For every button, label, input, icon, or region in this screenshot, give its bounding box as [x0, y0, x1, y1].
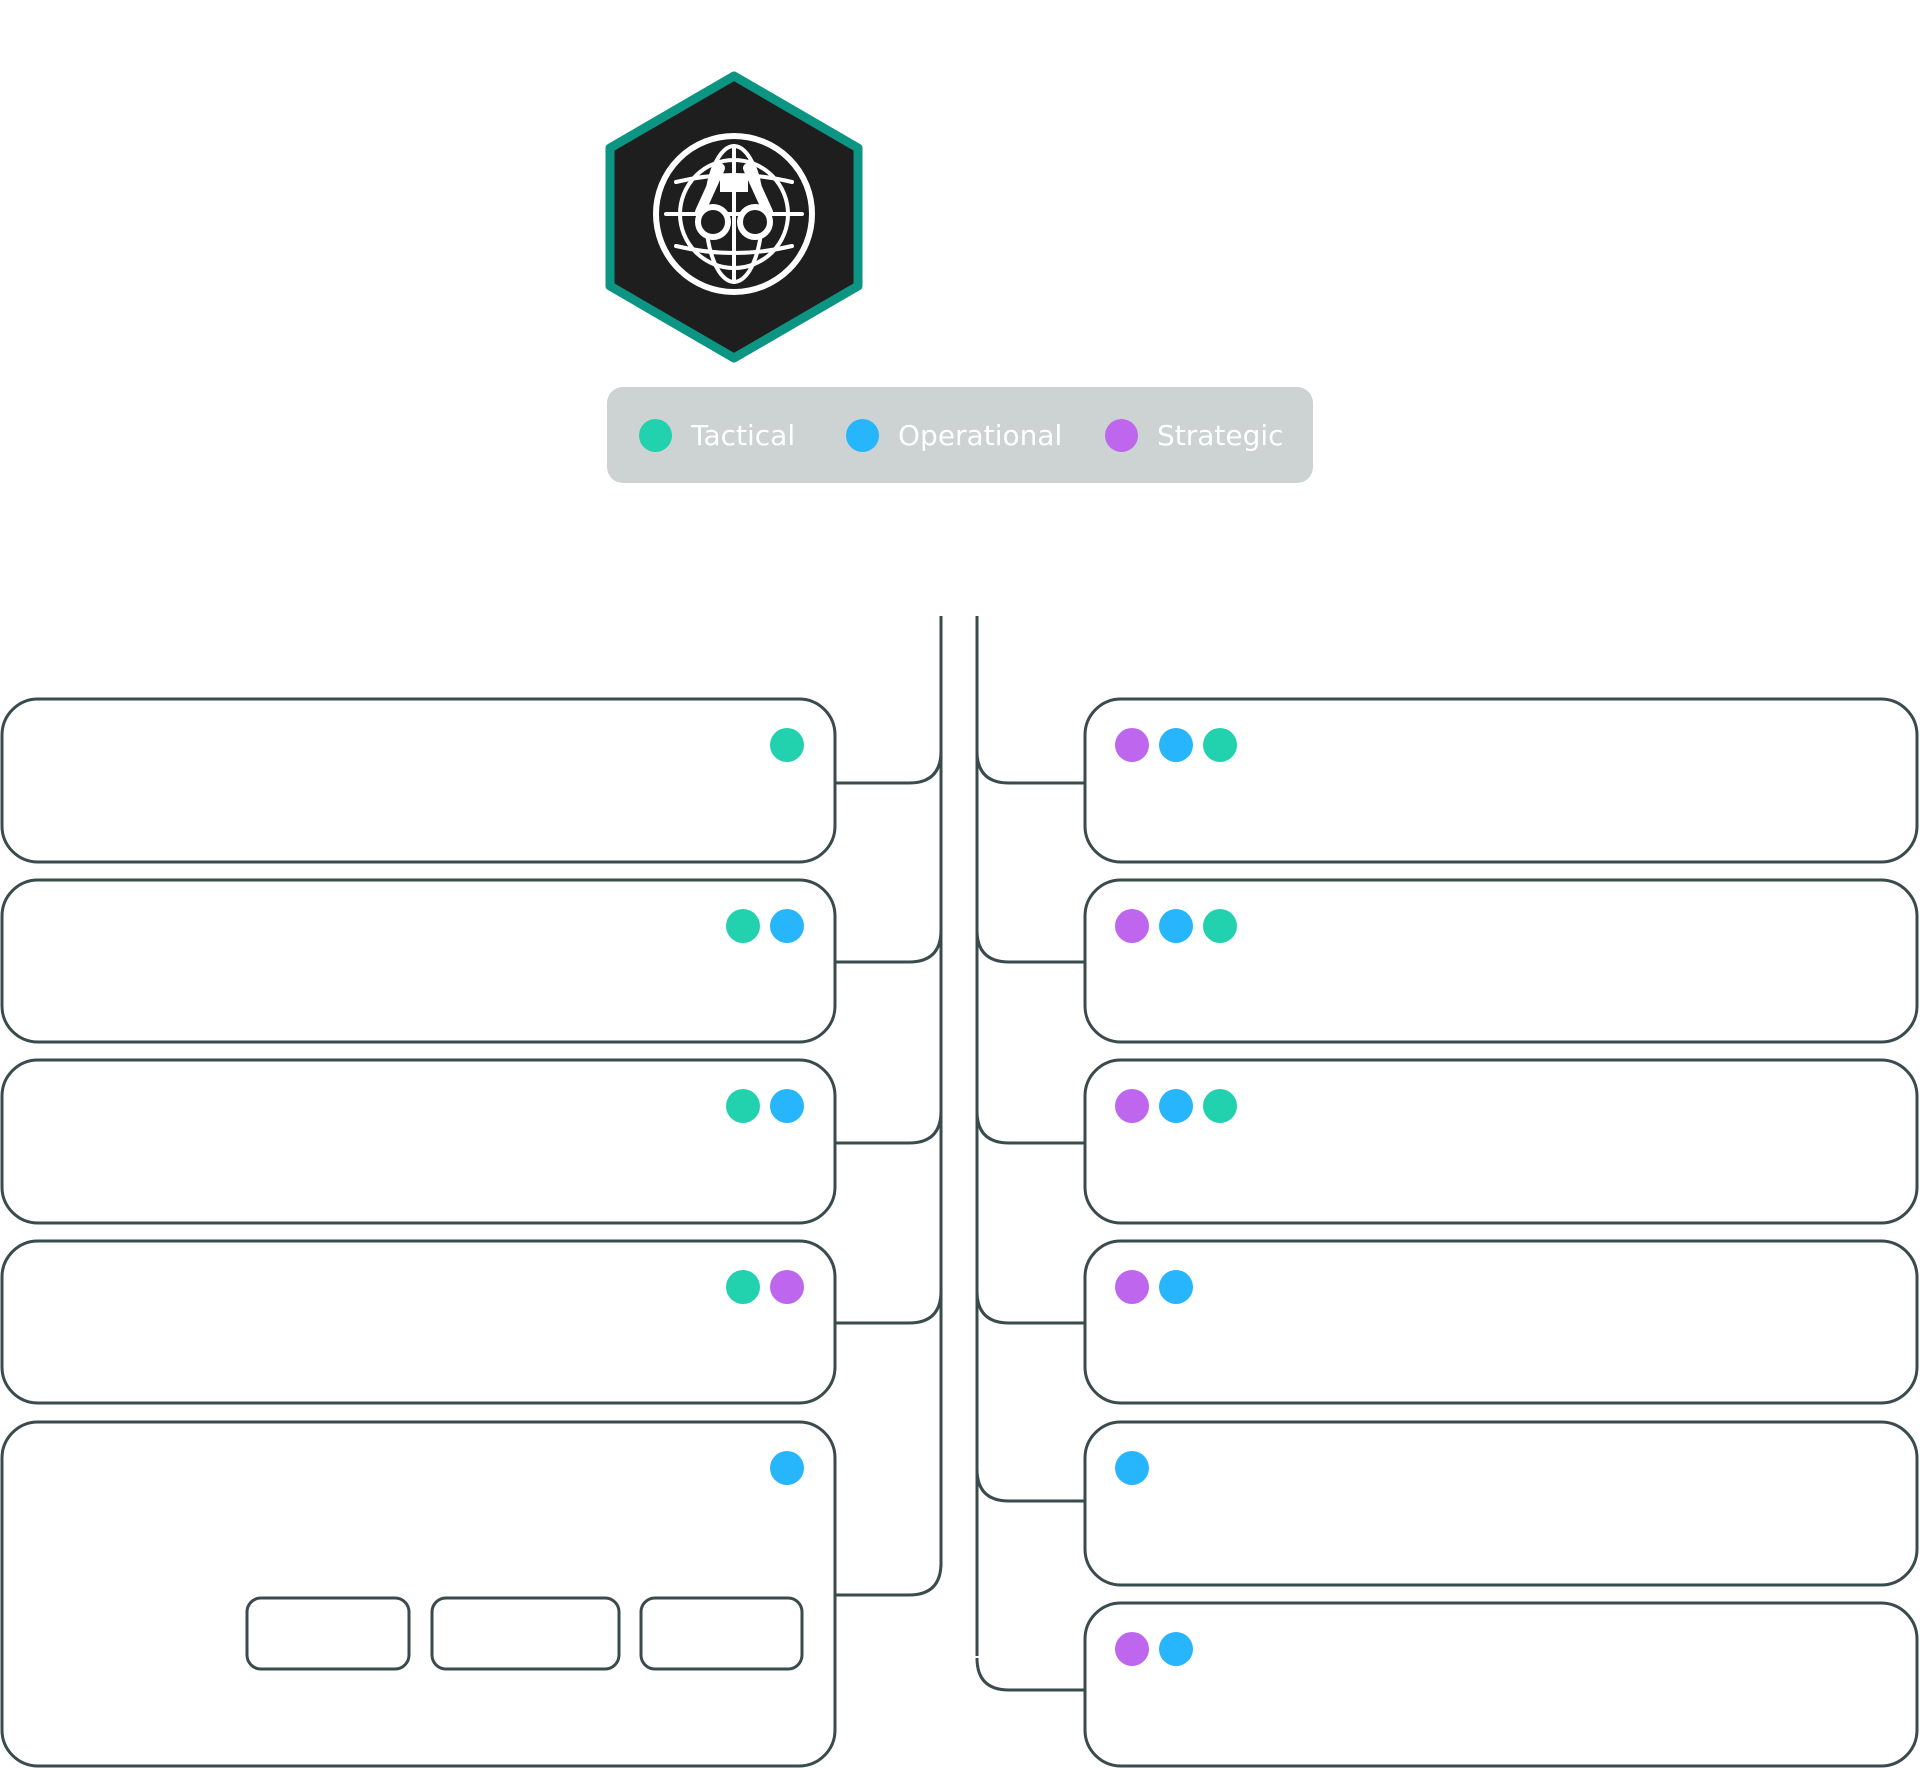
right-box-3 [1083, 1058, 1919, 1225]
left-box-4-tactical-dot-icon [726, 1270, 760, 1304]
right-connector [975, 1657, 1085, 1692]
left-box-5-operational-dot-icon [770, 1451, 804, 1485]
right-box-2-operational-dot-icon [1159, 909, 1193, 943]
left-box-5-sub-box-1 [245, 1596, 411, 1671]
left-connector [835, 929, 943, 964]
legend-label: Tactical [691, 418, 796, 452]
right-connector [975, 1290, 1085, 1325]
right-box-5-operational-dot-icon [1115, 1451, 1149, 1485]
legend-item-tactical: Tactical [639, 387, 795, 483]
legend-label: Strategic [1157, 418, 1284, 452]
right-box-4-operational-dot-icon [1159, 1270, 1193, 1304]
left-box-5-sub-box-2 [430, 1596, 621, 1671]
left-connector [835, 1110, 943, 1145]
right-box-2 [1083, 878, 1919, 1044]
right-box-3-strategic-dot-icon [1115, 1089, 1149, 1123]
left-box-5-sub-box-3 [639, 1596, 804, 1671]
left-box-1-tactical-dot-icon [770, 728, 804, 762]
legend-item-strategic: Strategic [1105, 387, 1284, 483]
right-box-3-tactical-dot-icon [1203, 1089, 1237, 1123]
right-box-6-operational-dot-icon [1159, 1632, 1193, 1666]
right-box-2-strategic-dot-icon [1115, 909, 1149, 943]
right-box-6-strategic-dot-icon [1115, 1632, 1149, 1666]
left-connectors [835, 750, 943, 1597]
left-box-4-strategic-dot-icon [770, 1270, 804, 1304]
right-connector [975, 1468, 1085, 1503]
legend: Tactical Operational Strategic [607, 387, 1313, 483]
right-box-1-operational-dot-icon [1159, 728, 1193, 762]
left-connector [835, 1562, 943, 1597]
right-boxes [1083, 697, 1919, 1768]
right-box-2-tactical-dot-icon [1203, 909, 1237, 943]
operational-dot-icon [846, 418, 879, 452]
right-box-4-strategic-dot-icon [1115, 1270, 1149, 1304]
left-box-3-tactical-dot-icon [726, 1089, 760, 1123]
left-box-1 [0, 697, 837, 864]
left-connector [835, 1290, 943, 1325]
strategic-dot-icon [1105, 418, 1138, 452]
right-box-4 [1083, 1239, 1919, 1405]
left-box-2-operational-dot-icon [770, 909, 804, 943]
right-box-1-tactical-dot-icon [1203, 728, 1237, 762]
intel-type-dots [726, 728, 1237, 1666]
right-connectors [975, 750, 1085, 1692]
left-box-2-tactical-dot-icon [726, 909, 760, 943]
right-connector [975, 929, 1085, 964]
logo [605, 71, 863, 363]
globe-binoculars-icon [653, 133, 815, 295]
tactical-dot-icon [639, 418, 672, 452]
left-box-3 [0, 1058, 837, 1225]
left-box-4 [0, 1239, 837, 1405]
right-box-3-operational-dot-icon [1159, 1089, 1193, 1123]
left-boxes [0, 697, 837, 1768]
legend-item-operational: Operational [846, 387, 1062, 483]
left-box-2 [0, 878, 837, 1044]
right-box-6 [1083, 1601, 1919, 1768]
left-connector [835, 750, 943, 785]
right-connector [975, 1110, 1085, 1145]
left-box-5 [0, 1420, 837, 1768]
right-box-1-strategic-dot-icon [1115, 728, 1149, 762]
left-box-3-operational-dot-icon [770, 1089, 804, 1123]
right-box-5 [1083, 1420, 1919, 1587]
right-connector [975, 750, 1085, 785]
right-box-1 [1083, 697, 1919, 864]
legend-label: Operational [898, 418, 1063, 452]
